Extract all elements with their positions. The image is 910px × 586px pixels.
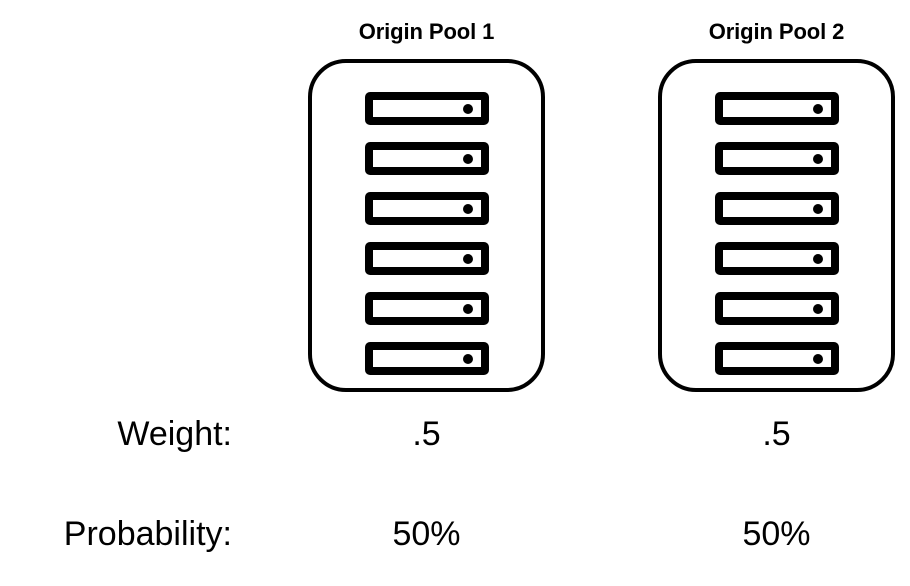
origin-pool-2-column: Origin Pool 2 [658,0,895,586]
server-status-led-icon [812,203,823,214]
server-status-led-icon [812,103,823,114]
server-icon [714,92,839,125]
origin-pool-2-probability-value: 50% [742,515,811,553]
server-status-led-icon [462,303,473,314]
origin-pool-1-probability-value: 50% [392,515,461,553]
origin-pool-2-weight-value: .5 [762,415,791,453]
server-status-led-icon [462,103,473,114]
server-status-led-icon [462,153,473,164]
server-icon [364,292,489,325]
server-icon [714,342,839,375]
server-status-led-icon [462,353,473,364]
server-icon [714,292,839,325]
server-status-led-icon [812,303,823,314]
server-status-led-icon [812,253,823,264]
origin-pool-2-container [658,59,895,392]
server-status-led-icon [812,153,823,164]
server-status-led-icon [812,353,823,364]
server-icon [714,242,839,275]
server-icon [364,92,489,125]
server-icon [364,342,489,375]
origin-pool-1-container [308,59,545,392]
server-status-led-icon [462,253,473,264]
server-icon [364,192,489,225]
server-icon [714,192,839,225]
server-icon [364,242,489,275]
origin-pool-2-title: Origin Pool 2 [708,19,845,44]
origin-pool-1-title: Origin Pool 1 [358,19,495,44]
probability-row-label: Probability: [63,515,232,553]
server-icon [714,142,839,175]
origin-pool-1-server-stack [312,92,541,375]
origin-pool-1-column: Origin Pool 1 [308,0,545,586]
server-status-led-icon [462,203,473,214]
server-icon [364,142,489,175]
origin-pool-2-server-stack [662,92,891,375]
origin-pool-1-weight-value: .5 [412,415,441,453]
weight-row-label: Weight: [117,415,232,453]
